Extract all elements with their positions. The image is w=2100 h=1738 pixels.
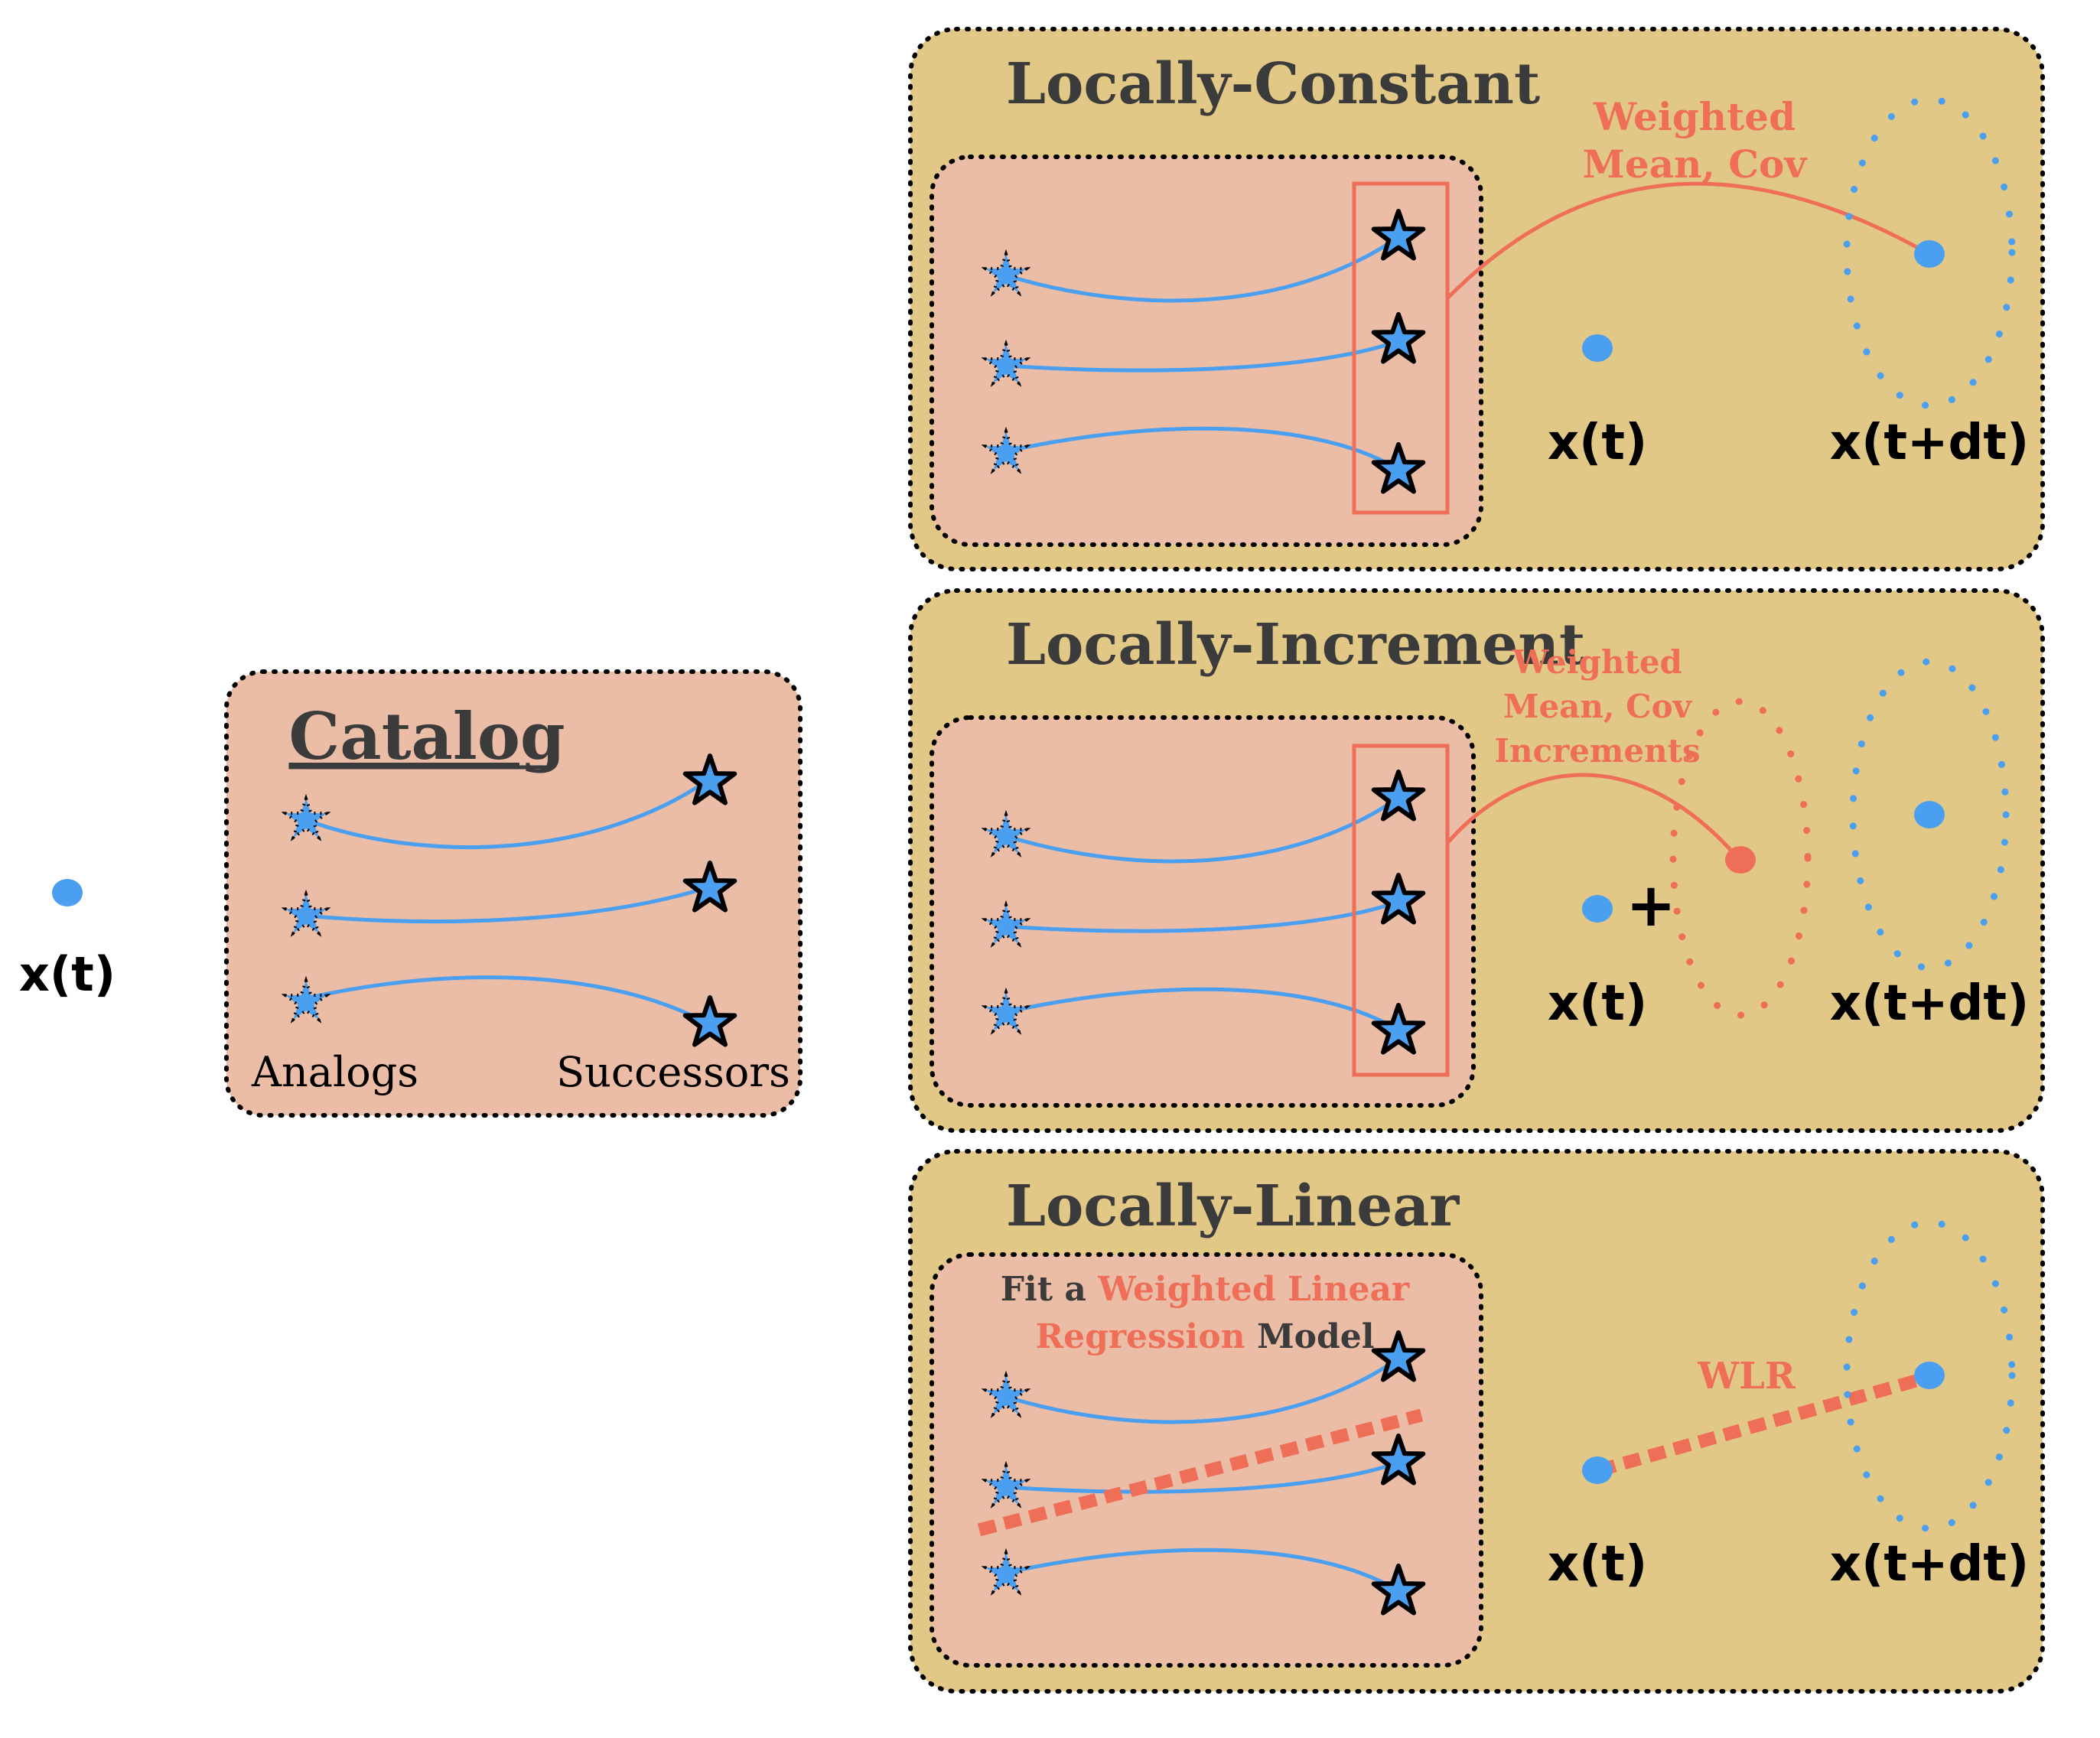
input-state: x(t) xyxy=(19,879,116,1002)
analog-trajectory xyxy=(1005,987,1398,1031)
panel-title: Locally-Constant xyxy=(1006,51,1540,117)
plus-sign: + xyxy=(1626,871,1675,940)
forecast-uncertainty-ellipse xyxy=(1849,658,2010,972)
analog-trajectory xyxy=(1005,1358,1398,1424)
analog-trajectory xyxy=(1005,340,1397,373)
catalog-title: Catalog xyxy=(288,698,565,774)
current-state-point xyxy=(1582,1456,1613,1484)
weighted-mean-arrow xyxy=(1446,181,1928,300)
wlr-label: WLR xyxy=(1697,1355,1796,1398)
successors-selection-box xyxy=(1352,181,1450,515)
panel-title: Locally-Linear xyxy=(1006,1173,1460,1239)
increment-mean-point xyxy=(1725,846,1756,874)
catalog-trajectory xyxy=(305,778,709,849)
analog-trajectory xyxy=(1005,797,1398,864)
analog-trajectory xyxy=(1005,426,1398,470)
wlr-forecast-line xyxy=(1597,1372,1926,1477)
successors-selection-box xyxy=(1352,744,1450,1077)
catalog-box: Catalog Analogs Successors xyxy=(224,669,803,1118)
weighted-increment-arrow xyxy=(1446,773,1740,860)
forecast-uncertainty-ellipse xyxy=(1843,96,2016,409)
catalog-trajectory xyxy=(305,885,708,924)
successors-label: Successors xyxy=(556,1048,790,1096)
forecast-mean-point xyxy=(1914,801,1945,828)
forecast-state-label: x(t+dt) xyxy=(1830,975,2029,1032)
regression-line xyxy=(977,1408,1424,1537)
forecast-state-label: x(t+dt) xyxy=(1830,415,2029,471)
forecast-mean-point xyxy=(1914,240,1945,268)
model-text: Model xyxy=(1245,1317,1375,1356)
analog-trajectory xyxy=(1005,236,1398,303)
current-state-point xyxy=(1582,895,1613,923)
panel-title: Locally-Increment xyxy=(1006,612,1585,678)
current-state-label: x(t) xyxy=(1548,1536,1647,1593)
input-state-point xyxy=(52,879,83,906)
forecast-uncertainty-ellipse xyxy=(1843,1219,2016,1532)
panel-locally-linear: Locally-Linear Fit a Weighted Linear Reg… xyxy=(908,1149,2045,1694)
current-state-label: x(t) xyxy=(1548,975,1647,1032)
inner-analog-box xyxy=(930,715,1476,1108)
mean-cov-annotation: Mean, Cov xyxy=(1583,142,1809,187)
panel-locally-constant: Locally-Constant Weighted Mean, Cov x(t)… xyxy=(908,27,2045,571)
fit-a-text: Fit a xyxy=(1001,1270,1098,1309)
weighted-linear-text: Weighted Linear xyxy=(1097,1270,1410,1309)
catalog-trajectory xyxy=(305,975,709,1026)
analog-trajectory xyxy=(1005,1461,1397,1494)
fit-model-caption-line2: Regression Model xyxy=(1036,1317,1375,1356)
analog-trajectory xyxy=(1005,1548,1398,1592)
weighted-annotation: Weighted xyxy=(1512,643,1682,681)
fit-model-caption: Fit a Weighted Linear xyxy=(1001,1270,1410,1309)
forecast-state-label: x(t+dt) xyxy=(1830,1536,2029,1593)
analogs-label: Analogs xyxy=(251,1048,418,1096)
panel-locally-increment: Locally-Increment Weighted Mean, Cov Inc… xyxy=(908,588,2045,1133)
forecast-mean-point xyxy=(1914,1362,1945,1389)
current-state-point xyxy=(1582,334,1613,362)
increments-annotation: Increments xyxy=(1494,732,1700,770)
regression-text: Regression xyxy=(1036,1317,1245,1356)
input-state-label: x(t) xyxy=(19,946,116,1002)
weighted-annotation: Weighted xyxy=(1593,94,1796,139)
mean-cov-annotation: Mean, Cov xyxy=(1503,688,1693,725)
current-state-label: x(t) xyxy=(1548,415,1647,471)
analog-trajectory xyxy=(1005,900,1397,933)
increment-uncertainty-ellipse xyxy=(1669,698,1812,1019)
